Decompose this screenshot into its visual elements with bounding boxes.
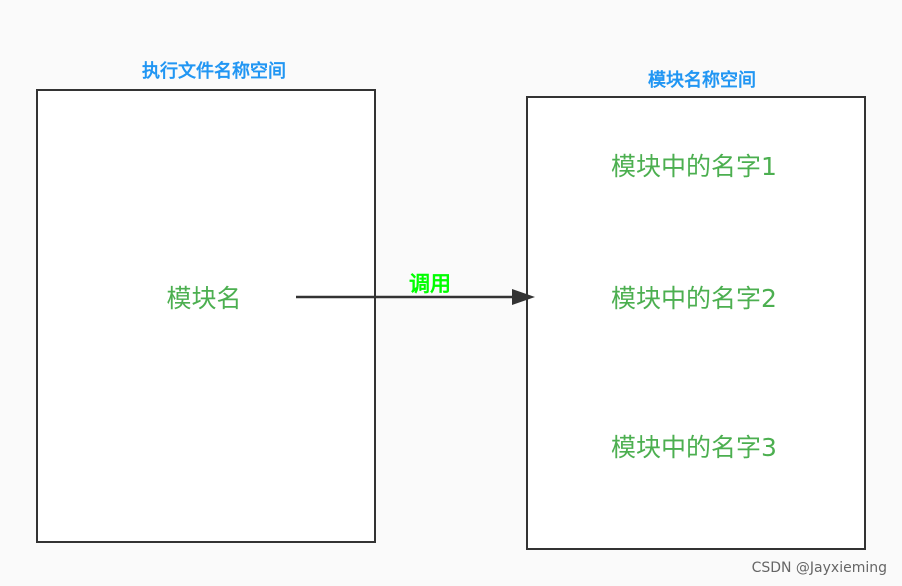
arrow-head-icon: [512, 289, 535, 305]
module-name-item-1: 模块中的名字1: [611, 152, 777, 181]
left-namespace-title: 执行文件名称空间: [142, 61, 286, 82]
watermark: CSDN @Jayxieming: [751, 560, 887, 576]
module-name-label: 模块名: [166, 284, 242, 313]
call-label: 调用: [409, 272, 451, 296]
right-namespace-title: 模块名称空间: [648, 70, 756, 91]
execution-file-namespace-box: [36, 89, 376, 543]
module-name-item-3: 模块中的名字3: [611, 433, 777, 462]
module-name-item-2: 模块中的名字2: [611, 284, 777, 313]
module-namespace-box: [526, 96, 866, 550]
